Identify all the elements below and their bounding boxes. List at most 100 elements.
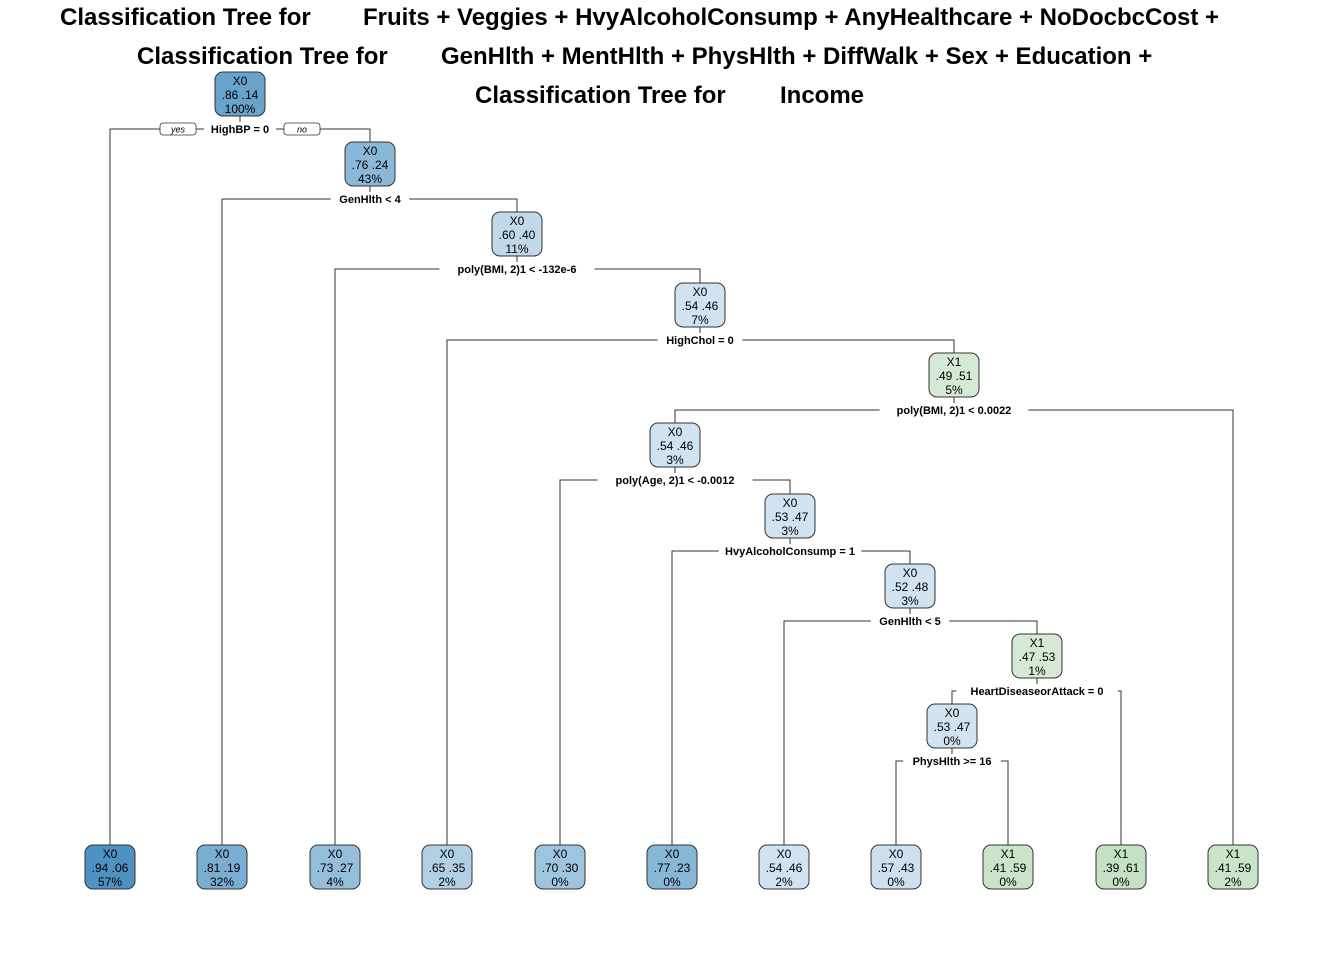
title-formula: GenHlth + MentHlth + PhysHlth + DiffWalk…	[441, 43, 1153, 70]
node-box	[649, 422, 701, 468]
node-box	[84, 844, 136, 890]
leaf-node: X0.65 .352%	[421, 844, 473, 890]
split-label-bg	[657, 333, 743, 347]
title-prefix: Classification Tree for	[475, 82, 726, 109]
branch-label-text: yes	[170, 125, 186, 135]
node-class: X1	[1030, 636, 1045, 650]
node-probabilities: .52 .48	[892, 580, 929, 594]
split-label: HeartDiseaseorAttack = 0	[971, 686, 1104, 698]
leaf-node: X1.41 .592%	[1207, 844, 1259, 890]
node-percent: 2%	[438, 875, 456, 889]
split-label: PhysHlth >= 16	[913, 756, 992, 768]
node-probabilities: .73 .27	[317, 861, 354, 875]
node-percent: 2%	[775, 875, 793, 889]
edge	[783, 620, 1038, 845]
edge	[895, 760, 1009, 845]
split-n15: HighChol = 0	[446, 327, 955, 845]
edge	[559, 479, 791, 845]
node-percent: 7%	[691, 313, 709, 327]
split-label-bg	[956, 684, 1118, 698]
leaf-node: X0.70 .300%	[534, 844, 586, 890]
node-class: X0	[328, 847, 343, 861]
node-n15: X0.54 .467%	[674, 282, 726, 328]
node-class: X0	[553, 847, 568, 861]
edge	[674, 409, 1234, 845]
split-label: poly(Age, 2)1 < -0.0012	[616, 475, 735, 487]
node-class: X1	[1226, 847, 1241, 861]
edge	[671, 550, 911, 845]
node-percent: 4%	[326, 875, 344, 889]
edge	[334, 268, 701, 845]
split-label-bg	[204, 122, 276, 136]
node-probabilities: .94 .06	[92, 861, 129, 875]
node-n251: X0.52 .483%	[884, 563, 936, 609]
edge	[109, 128, 371, 845]
node-class: X0	[233, 74, 248, 88]
node-percent: 0%	[887, 875, 905, 889]
node-box	[309, 844, 361, 890]
node-class: X0	[903, 566, 918, 580]
node-percent: 0%	[551, 875, 569, 889]
node-percent: 0%	[1112, 875, 1130, 889]
split-label-bg	[870, 614, 950, 628]
split-label-bg	[439, 262, 595, 276]
node-percent: 11%	[505, 242, 528, 256]
node-probabilities: .41 .59	[990, 861, 1027, 875]
node-class: X0	[777, 847, 792, 861]
node-probabilities: .76 .24	[352, 158, 389, 172]
split-n62: poly(Age, 2)1 < -0.0012	[559, 467, 791, 845]
node-box	[758, 844, 810, 890]
node-box	[1011, 633, 1063, 679]
node-probabilities: .86 .14	[222, 88, 259, 102]
node-probabilities: .53 .47	[772, 510, 809, 524]
node-percent: 0%	[943, 734, 961, 748]
node-percent: 100%	[225, 102, 256, 116]
node-class: X1	[1001, 847, 1016, 861]
node-probabilities: .39 .61	[1103, 861, 1140, 875]
node-box	[344, 141, 396, 187]
node-n503: X1.47 .531%	[1011, 633, 1063, 679]
node-probabilities: .81 .19	[204, 861, 241, 875]
node-probabilities: .65 .35	[429, 861, 466, 875]
title-formula: Income	[780, 82, 865, 109]
node-probabilities: .53 .47	[934, 720, 971, 734]
node-percent: 3%	[901, 594, 919, 608]
yes-branch-label: yes	[159, 122, 197, 136]
split-label-bg	[330, 192, 410, 206]
node-n62: X0.54 .463%	[649, 422, 701, 468]
node-n1006: X0.53 .470%	[926, 703, 978, 749]
split-n125: HvyAlcoholConsump = 1	[671, 538, 911, 845]
node-class: X0	[363, 144, 378, 158]
node-box	[1207, 844, 1259, 890]
title-prefix: Classification Tree for	[137, 43, 388, 70]
title-line-1: Classification Tree for Fruits + Veggies…	[0, 4, 1344, 42]
node-probabilities: .49 .51	[936, 369, 973, 383]
node-percent: 3%	[781, 524, 799, 538]
node-box	[928, 352, 980, 398]
node-percent: 43%	[358, 172, 382, 186]
node-percent: 32%	[210, 875, 234, 889]
node-probabilities: .54 .46	[682, 299, 719, 313]
node-class: X0	[440, 847, 455, 861]
split-label: poly(BMI, 2)1 < -132e-6	[458, 264, 577, 276]
leaf-node: X1.39 .610%	[1095, 844, 1147, 890]
split-label-bg	[718, 544, 862, 558]
split-label: HighBP = 0	[211, 124, 269, 136]
leaf-node: X1.41 .590%	[982, 844, 1034, 890]
leaf-node: X0.54 .462%	[758, 844, 810, 890]
node-percent: 2%	[1224, 875, 1242, 889]
node-box	[870, 844, 922, 890]
node-percent: 3%	[666, 453, 684, 467]
node-probabilities: .54 .46	[657, 439, 694, 453]
node-class: X0	[783, 496, 798, 510]
node-class: X0	[945, 706, 960, 720]
leaf-node: X0.57 .430%	[870, 844, 922, 890]
node-class: X0	[665, 847, 680, 861]
